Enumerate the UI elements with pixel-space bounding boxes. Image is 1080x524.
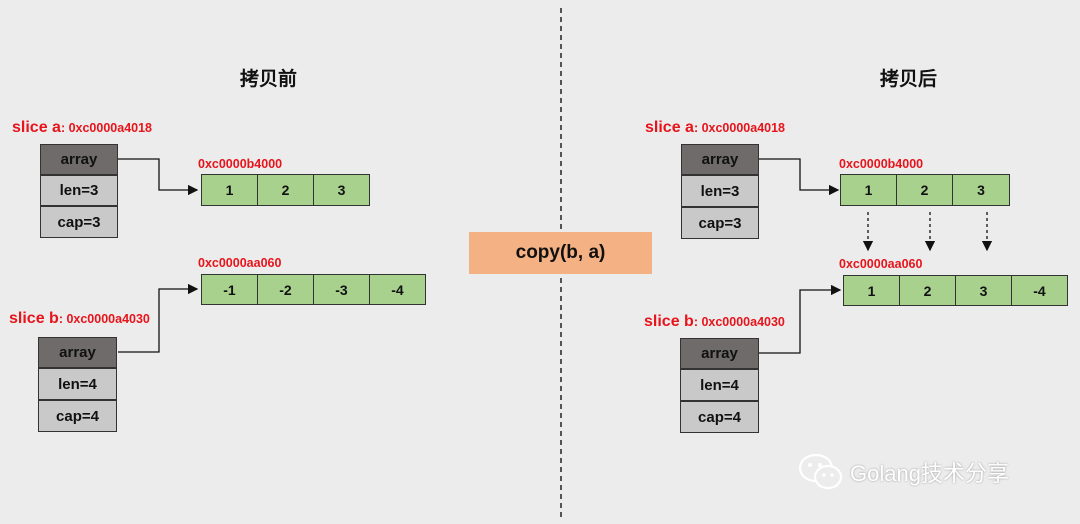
after-b-target-addr: 0xc0000aa060: [839, 257, 923, 271]
after-slice-b-label: slice b: 0xc0000a4030: [644, 313, 785, 331]
after-a-target-addr: 0xc0000b4000: [839, 157, 924, 171]
before-a-cap-field: cap=3: [40, 206, 118, 238]
after-slice-b-name: slice b: [644, 313, 694, 330]
after-b-len-field: len=4: [680, 369, 759, 401]
before-slice-b-name: slice b: [9, 310, 59, 327]
after-a-array-field: array: [681, 144, 759, 175]
after-b-elem-1: 2: [899, 275, 956, 306]
before-slice-a-name: slice a: [12, 119, 61, 136]
before-a-len-field: len=3: [40, 175, 118, 206]
after-a-len-field: len=3: [681, 175, 759, 207]
watermark-text: Golang技术分享: [850, 461, 1009, 486]
after-b-elem-2: 3: [955, 275, 1012, 306]
after-a-elem-1: 2: [896, 174, 953, 206]
before-slice-b-addr: : 0xc0000a4030: [58, 312, 150, 326]
copy-operation-box: copy(b, a): [469, 232, 652, 274]
before-b-cap-field: cap=4: [38, 400, 117, 432]
wechat-icon: [798, 453, 843, 490]
pointer-arrow-before-a: [118, 158, 199, 196]
after-a-cap-field: cap=3: [681, 207, 759, 239]
before-slice-b-label: slice b: 0xc0000a4030: [9, 310, 150, 328]
after-slice-a-addr: : 0xc0000a4018: [693, 121, 785, 135]
before-a-elem-2: 3: [313, 174, 370, 206]
before-slice-a-label: slice a: 0xc0000a4018: [12, 119, 152, 137]
before-b-elem-1: -2: [257, 274, 314, 305]
after-b-cap-field: cap=4: [680, 401, 759, 433]
before-b-elem-0: -1: [201, 274, 258, 305]
before-slice-a-addr: : 0xc0000a4018: [60, 121, 152, 135]
before-b-elem-2: -3: [313, 274, 370, 305]
after-slice-a-name: slice a: [645, 119, 694, 136]
before-b-array-field: array: [38, 337, 117, 368]
after-a-elem-2: 3: [952, 174, 1010, 206]
watermark: Golang技术分享: [798, 453, 1009, 491]
after-a-elem-0: 1: [840, 174, 897, 206]
before-a-array-field: array: [40, 144, 118, 175]
before-b-elem-3: -4: [369, 274, 426, 305]
after-slice-a-label: slice a: 0xc0000a4018: [645, 119, 785, 137]
pointer-arrow-before-b: [118, 283, 199, 353]
after-b-elem-3: -4: [1011, 275, 1068, 306]
after-b-array-field: array: [680, 338, 759, 369]
before-title: 拷贝前: [240, 69, 298, 90]
pointer-arrow-after-a: [759, 158, 840, 196]
after-slice-b-addr: : 0xc0000a4030: [693, 315, 785, 329]
before-a-elem-1: 2: [257, 174, 314, 206]
before-b-len-field: len=4: [38, 368, 117, 400]
after-b-elem-0: 1: [843, 275, 900, 306]
after-title: 拷贝后: [880, 69, 938, 90]
before-a-elem-0: 1: [201, 174, 258, 206]
pointer-arrow-after-b: [759, 284, 842, 354]
before-a-target-addr: 0xc0000b4000: [198, 157, 283, 171]
before-b-target-addr: 0xc0000aa060: [198, 256, 282, 270]
